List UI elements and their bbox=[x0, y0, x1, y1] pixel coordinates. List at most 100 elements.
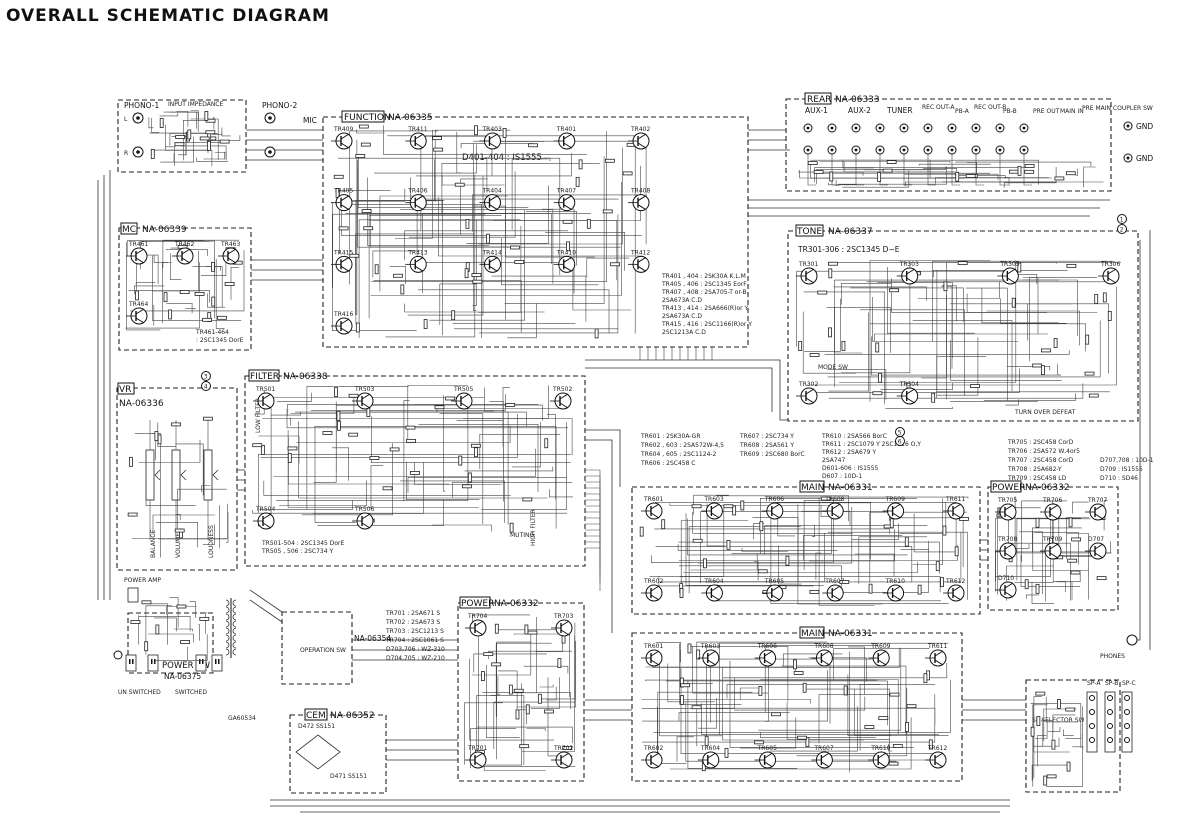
note-line: TR704 : 2SC1061 S bbox=[385, 637, 444, 644]
sp-c-label: SP-C bbox=[1122, 680, 1136, 687]
speaker-selector-section: SP SELECTOR SW SP-A SP-B SP-C PHONES bbox=[1025, 634, 1138, 793]
transistor-symbol: TR707 bbox=[1085, 497, 1107, 521]
transistor-symbol: TR501 bbox=[253, 386, 275, 410]
pb-b-label: PB-B bbox=[1003, 108, 1017, 115]
rear-tag: REAR bbox=[807, 95, 831, 105]
filter-code: NA-06338 bbox=[283, 372, 328, 382]
turn-over-defeat-label: TURN OVER DEFEAT bbox=[1014, 409, 1076, 416]
transistor-label: TR611 bbox=[927, 643, 947, 650]
phones-label: PHONES bbox=[1100, 653, 1125, 660]
transistor-symbol: TR706 bbox=[1040, 497, 1062, 521]
transistor-symbol: TR410 bbox=[553, 249, 576, 273]
note-line: TR610 : 2SA566 BorC bbox=[821, 433, 887, 440]
note-line: 2SA747 bbox=[822, 457, 845, 464]
note-line: 2SA673A C.D bbox=[662, 313, 702, 320]
transistor-label: D710 bbox=[998, 575, 1014, 582]
transistor-label: TR461 bbox=[128, 241, 148, 248]
transistor-label: TR605 bbox=[764, 578, 784, 585]
rear-tag-box bbox=[804, 92, 832, 105]
note-line: TR706 : 2SA572 W,4or5 bbox=[1007, 448, 1080, 455]
muting-label: MUTING bbox=[510, 532, 534, 539]
transistor-symbol: TR412 bbox=[628, 249, 650, 273]
note-line: D601-606 : IS1555 bbox=[822, 465, 879, 472]
transistor-symbol: TR304 bbox=[896, 381, 919, 405]
main-top-code: NA-06331 bbox=[828, 483, 873, 493]
mic-label: MIC bbox=[303, 116, 317, 125]
mc-section: MC NA-06339 TR461-464: 2SC1345 DorE TR46… bbox=[118, 222, 252, 351]
transistor-symbol: TR602 bbox=[641, 745, 663, 769]
note-line: TR501-504 : 2SC1345 DorE bbox=[261, 540, 344, 547]
operation-sw-label: OPERATION SW bbox=[300, 647, 346, 654]
filter-section: FILTER NA-06338 TR501-504 : 2SC1345 DorE… bbox=[244, 369, 586, 567]
note-line: TR708 : 2SA682-Y bbox=[1007, 466, 1062, 473]
rear-code: NA-06333 bbox=[835, 95, 880, 105]
transistor-label: D707 bbox=[1088, 536, 1104, 543]
power-mid-tag: POWER bbox=[461, 599, 494, 609]
transistor-label: TR706 bbox=[1042, 497, 1062, 504]
transistor-symbol: TR607 bbox=[811, 745, 834, 769]
gnd-label-1: GND bbox=[1136, 122, 1153, 131]
phono2-label: PHONO-2 bbox=[262, 101, 297, 110]
transistor-symbol: TR609 bbox=[868, 643, 891, 667]
cem-code: NA-06352 bbox=[330, 711, 375, 721]
transistor-label: TR302 bbox=[798, 381, 818, 388]
note-line: D703,706 : WZ-310 bbox=[386, 646, 445, 653]
rec-out-b-label: REC OUT-B bbox=[974, 104, 1006, 111]
note-line: TR705 : 2SC458 CorD bbox=[1007, 439, 1074, 446]
transistor-label: TR703 bbox=[553, 613, 573, 620]
power-mid-code: NA-06332 bbox=[494, 599, 539, 609]
main-in-label: MAIN IN bbox=[1060, 108, 1084, 115]
transistor-label: TR605 bbox=[757, 745, 777, 752]
power-right-section: POWER NA-06332 TR705 : 2SC458 CorDTR706 … bbox=[987, 439, 1154, 611]
note-line: D707,708 : 10D-1 bbox=[1100, 457, 1154, 464]
note-line: D704,705 : WZ-210 bbox=[386, 655, 445, 662]
phono1-label: PHONO-1 bbox=[124, 101, 159, 110]
main-top-tag: MAIN bbox=[801, 483, 824, 493]
transistor-label: TR604 bbox=[700, 745, 720, 752]
transistor-symbol: TR301 bbox=[796, 261, 818, 285]
transistor-label: TR414 bbox=[482, 249, 502, 256]
transistor-symbol: TR601 bbox=[641, 496, 663, 520]
transistor-label: TR604 bbox=[703, 578, 723, 585]
transistor-symbol: TR612 bbox=[943, 578, 965, 602]
vr-tag: VR bbox=[119, 385, 131, 395]
note-line: TR413 , 414 : 2SA666(R)or Y bbox=[661, 305, 748, 312]
transistor-symbol: TR605 bbox=[754, 745, 777, 769]
note-line: TR405 , 406 : 2SC1345 EorF bbox=[661, 281, 747, 288]
transistor-label: TR303 bbox=[899, 261, 919, 268]
balance-label: BALANCE bbox=[150, 530, 157, 558]
filter-tag-box bbox=[248, 369, 280, 382]
transistor-symbol: TR608 bbox=[822, 496, 845, 520]
transistor-symbol: TR610 bbox=[868, 745, 891, 769]
transistor-symbol: TR608 bbox=[811, 643, 834, 667]
note-line: TR707 : 2SC458 CorD bbox=[1007, 457, 1074, 464]
transistor-label: TR401 bbox=[556, 126, 576, 133]
power-right-tag: POWER bbox=[992, 483, 1025, 493]
note-line: TR702 : 2SA673 S bbox=[385, 619, 440, 626]
transistor-symbol: TR612 bbox=[925, 745, 947, 769]
gnd-label-2: GND bbox=[1136, 154, 1153, 163]
phono-input-section: PHONO-1 INPUT IMPEDANCE PHONO-2 MIC LR bbox=[117, 99, 317, 173]
transistor-label: TR464 bbox=[128, 301, 148, 308]
vr-code: NA-06336 bbox=[119, 399, 164, 409]
transistor-symbol: TR302 bbox=[796, 381, 818, 405]
note-line: TR602 , 603 : 2SA572W-4,5 bbox=[640, 442, 724, 449]
speaker-terminals bbox=[1030, 634, 1138, 787]
transistor-symbol: TR604 bbox=[697, 745, 720, 769]
transistor-label: TR611 bbox=[945, 496, 965, 503]
terminal-number: 6 bbox=[898, 438, 902, 445]
power-tr-notes: TR705 : 2SC458 CorD TR706 : 2SA572 W,4or5… bbox=[1007, 439, 1154, 482]
transistor-symbol: TR413 bbox=[405, 249, 428, 273]
transistor-symbol: TR402 bbox=[628, 126, 650, 150]
transistor-symbol: TR701 bbox=[465, 745, 487, 769]
transistor-label: TR612 bbox=[927, 745, 947, 752]
note-line: : 2SC1345 DorE bbox=[196, 337, 244, 344]
channel-r: R bbox=[124, 150, 128, 157]
transistor-symbol: TR504 bbox=[253, 506, 275, 530]
transistor-label: TR607 bbox=[813, 745, 833, 752]
transistor-label: TR608 bbox=[813, 643, 833, 650]
